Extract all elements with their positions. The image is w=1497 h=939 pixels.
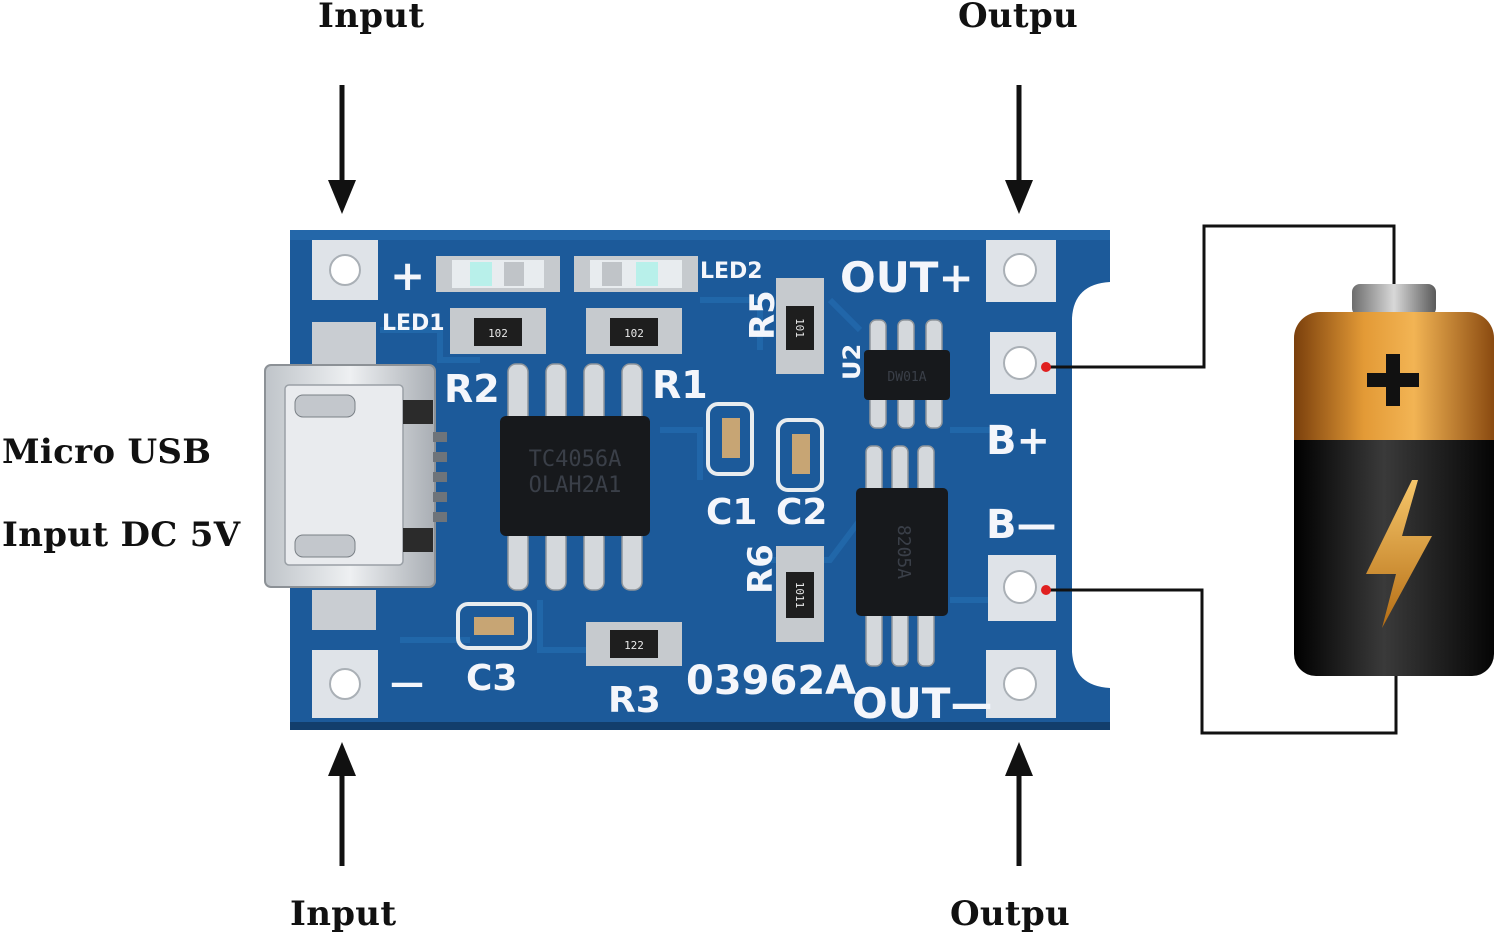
silk-plus: + bbox=[390, 251, 425, 300]
capacitor-c1 bbox=[706, 402, 754, 476]
svg-text:101: 101 bbox=[793, 318, 806, 338]
svg-text:122: 122 bbox=[624, 639, 644, 652]
label-input-dc: Input DC 5V bbox=[2, 515, 241, 555]
pad-usb-bottom bbox=[312, 590, 376, 630]
led1 bbox=[436, 256, 560, 292]
pad-out-plus bbox=[986, 240, 1056, 302]
lightning-bolt-icon bbox=[1366, 480, 1432, 628]
battery-icon bbox=[1294, 284, 1494, 676]
svg-text:OLAH2A1: OLAH2A1 bbox=[529, 473, 622, 498]
silk-minus: — bbox=[390, 663, 424, 703]
label-micro-usb: Micro USB bbox=[2, 432, 212, 472]
pad-input-minus bbox=[312, 650, 378, 718]
silk-c3: C3 bbox=[466, 658, 517, 699]
chip-dw01a: DW01A bbox=[864, 319, 950, 429]
pad-out-minus bbox=[986, 650, 1056, 718]
resistor-r2: 102 bbox=[450, 308, 546, 354]
svg-text:TC4056A: TC4056A bbox=[529, 447, 622, 472]
down-arrow-icon bbox=[1005, 85, 1033, 214]
svg-text:DW01A: DW01A bbox=[887, 370, 926, 385]
label-output-bottom: Outpu bbox=[950, 894, 1071, 934]
svg-text:102: 102 bbox=[624, 327, 644, 340]
silk-out-minus: OUT— bbox=[852, 679, 992, 728]
silk-out-plus: OUT+ bbox=[840, 253, 974, 302]
up-arrow-icon bbox=[1005, 742, 1033, 866]
resistor-r5: 101 bbox=[776, 278, 824, 374]
svg-text:1011: 1011 bbox=[793, 582, 806, 609]
svg-text:8205A: 8205A bbox=[893, 525, 914, 579]
capacitor-c3 bbox=[456, 602, 532, 650]
resistor-r1: 102 bbox=[586, 308, 682, 354]
micro-usb-connector bbox=[264, 364, 447, 588]
chip-tc4056a: TC4056A OLAH2A1 bbox=[500, 363, 650, 591]
label-output-top: Outpu bbox=[958, 0, 1079, 36]
pad-usb-top bbox=[312, 322, 376, 366]
up-arrow-icon bbox=[328, 742, 356, 866]
down-arrow-icon bbox=[328, 85, 356, 214]
silk-c1: C1 bbox=[706, 492, 757, 533]
resistor-r3: 122 bbox=[586, 622, 682, 666]
silk-led2: LED2 bbox=[700, 259, 763, 284]
connection-dot bbox=[1041, 362, 1051, 372]
plus-icon bbox=[1367, 354, 1419, 406]
silk-c2: C2 bbox=[776, 492, 827, 533]
pad-input-plus bbox=[312, 240, 378, 300]
svg-text:102: 102 bbox=[488, 327, 508, 340]
silk-r3: R3 bbox=[608, 680, 661, 721]
silk-u2: U2 bbox=[838, 344, 866, 380]
silk-r6: R6 bbox=[741, 544, 781, 594]
silk-r5: R5 bbox=[743, 290, 783, 340]
silk-r1: R1 bbox=[652, 363, 708, 407]
led2 bbox=[574, 256, 698, 292]
silk-b-plus: B+ bbox=[986, 418, 1050, 464]
label-input-bottom: Input bbox=[290, 894, 397, 934]
silk-r2: R2 bbox=[444, 367, 500, 411]
battery-wire-negative bbox=[1046, 588, 1398, 735]
label-input-top: Input bbox=[318, 0, 425, 36]
silk-board-code: 03962A bbox=[686, 658, 856, 704]
resistor-r6: 1011 bbox=[776, 546, 824, 642]
capacitor-c2 bbox=[776, 418, 824, 492]
chip-8205a: 8205A bbox=[856, 445, 948, 667]
connection-dot bbox=[1041, 585, 1051, 595]
silk-b-minus: B— bbox=[986, 502, 1057, 548]
battery-wire-positive bbox=[1046, 224, 1396, 369]
silk-led1: LED1 bbox=[382, 311, 445, 336]
